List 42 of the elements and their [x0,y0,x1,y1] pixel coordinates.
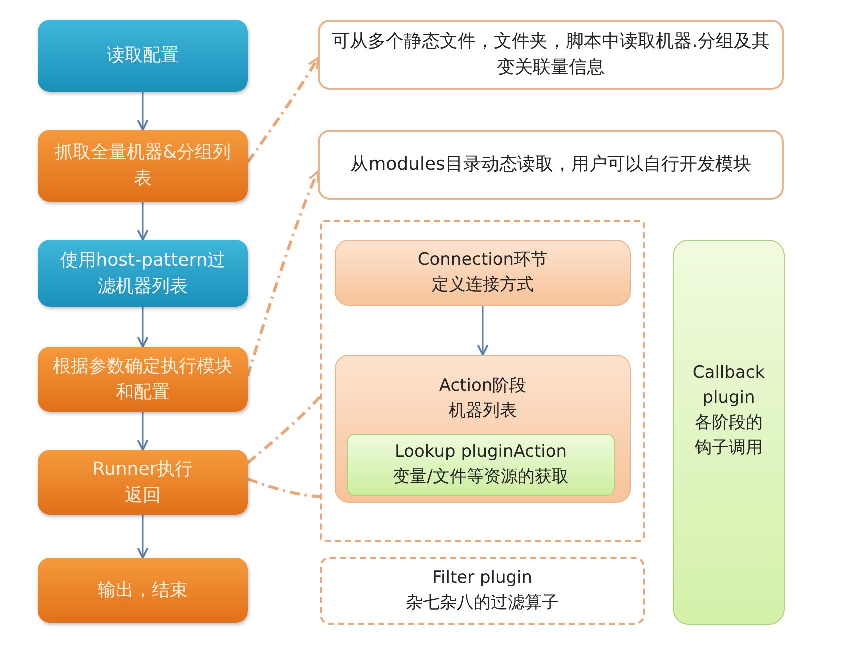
process-box [38,240,248,307]
node-label: Runner执行返回 [92,458,194,508]
arrow [137,92,149,131]
dashed-group-frame [320,220,645,542]
arrow [137,515,149,559]
dashed-connector [247,478,320,498]
node-label: 定义连接方式 [432,274,534,297]
node-label: 各阶段的钩子调用 [694,412,764,460]
node-label: 杂七杂八的过滤算子 [406,592,559,615]
plugin-box [347,434,615,496]
node-label: 从modules目录动态读取，用户可以自行开发模块 [350,153,752,177]
plugin-box [320,557,645,625]
note-box [318,20,784,90]
arrow [137,307,149,348]
arrow [137,202,149,241]
dashed-connector [246,58,320,164]
process-box [38,347,248,412]
node-label: 可从多个静态文件，文件夹，脚本中读取机器.分组及其变关联量信息 [332,30,770,80]
plugin-column [673,240,785,625]
process-box [38,130,248,202]
dashed-connector [246,171,320,377]
node-label: 变量/文件等资源的获取 [393,466,569,489]
note-box [318,130,784,200]
node-label: Callback plugin [692,362,766,410]
stage-box [335,240,631,306]
node-label: Connection环节 [418,249,548,272]
node-label: 机器列表 [449,400,517,423]
process-box [38,20,248,92]
node-label: Action阶段 [439,375,527,398]
node-label: Lookup pluginAction [394,441,568,464]
process-box [38,558,248,623]
process-box [38,450,248,515]
dashed-connector [247,396,322,464]
node-label: 根据参数确定执行模块和配置 [52,354,234,404]
node-label: Filter plugin [432,567,533,590]
arrow [477,306,489,356]
node-label: 使用host-pattern过滤机器列表 [59,248,227,298]
node-label: 输出，结束 [98,578,188,602]
arrow [137,412,149,451]
node-label: 读取配置 [107,44,179,68]
stage-box [335,355,631,503]
node-label: 抓取全量机器&分组列表 [54,141,232,191]
